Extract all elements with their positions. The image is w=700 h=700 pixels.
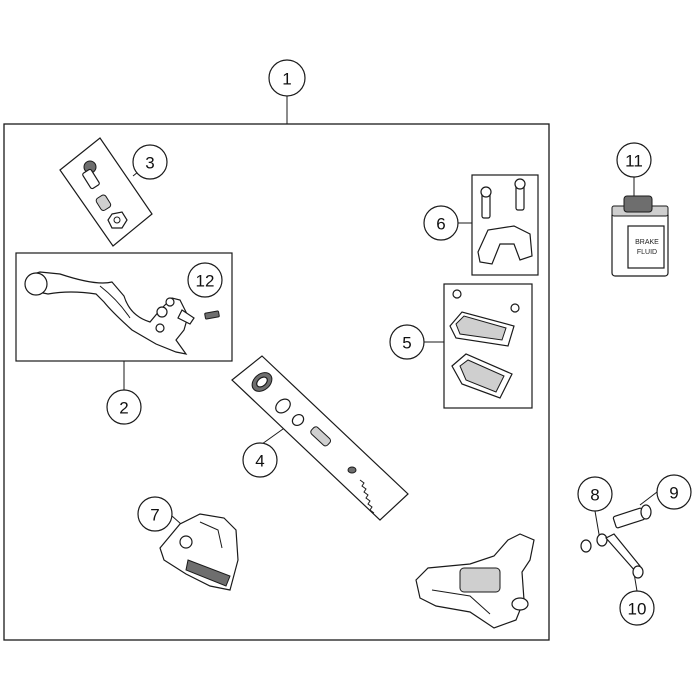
part-9-banjo-bolt [612,504,652,529]
svg-text:6: 6 [436,215,445,234]
callout-12[interactable]: 12 [187,262,223,298]
bottle-label-line1: BRAKE [635,239,659,246]
svg-text:5: 5 [402,334,411,353]
callout-1[interactable]: 1 [268,59,306,97]
master-cylinder-body [415,533,535,629]
svg-text:10: 10 [628,600,647,619]
svg-text:12: 12 [196,272,215,291]
part-11-brake-fluid-bottle: BRAKE FLUID [611,195,669,277]
callouts: 1 2 3 4 5 6 7 8 [106,59,692,626]
callout-11[interactable]: 11 [616,142,652,178]
part-3-bolt-set [59,137,153,247]
svg-text:2: 2 [119,399,128,418]
callout-4[interactable]: 4 [242,442,278,478]
svg-text:8: 8 [590,486,599,505]
callout-3[interactable]: 3 [132,144,168,180]
callout-5[interactable]: 5 [389,324,425,360]
bottle-label-line2: FLUID [637,249,657,256]
part-12-spring [204,310,220,320]
svg-text:11: 11 [625,152,643,171]
callout-10[interactable]: 10 [619,590,655,626]
svg-text:4: 4 [255,452,264,471]
callout-9[interactable]: 9 [656,474,692,510]
part-10-hose-fitting [605,533,644,579]
part-5-reservoir-cover [443,283,533,409]
svg-text:3: 3 [145,154,154,173]
assembly-frame [3,123,550,641]
svg-text:1: 1 [282,70,291,89]
svg-text:7: 7 [150,506,159,525]
callout-7[interactable]: 7 [137,496,173,532]
svg-text:9: 9 [669,484,678,503]
part-8-washers [580,533,608,553]
part-4-piston-kit [231,355,409,521]
part-7-housing [159,513,239,591]
part-6-clamp [471,174,539,276]
callout-6[interactable]: 6 [423,205,459,241]
callout-8[interactable]: 8 [577,476,613,512]
callout-2[interactable]: 2 [106,389,142,425]
